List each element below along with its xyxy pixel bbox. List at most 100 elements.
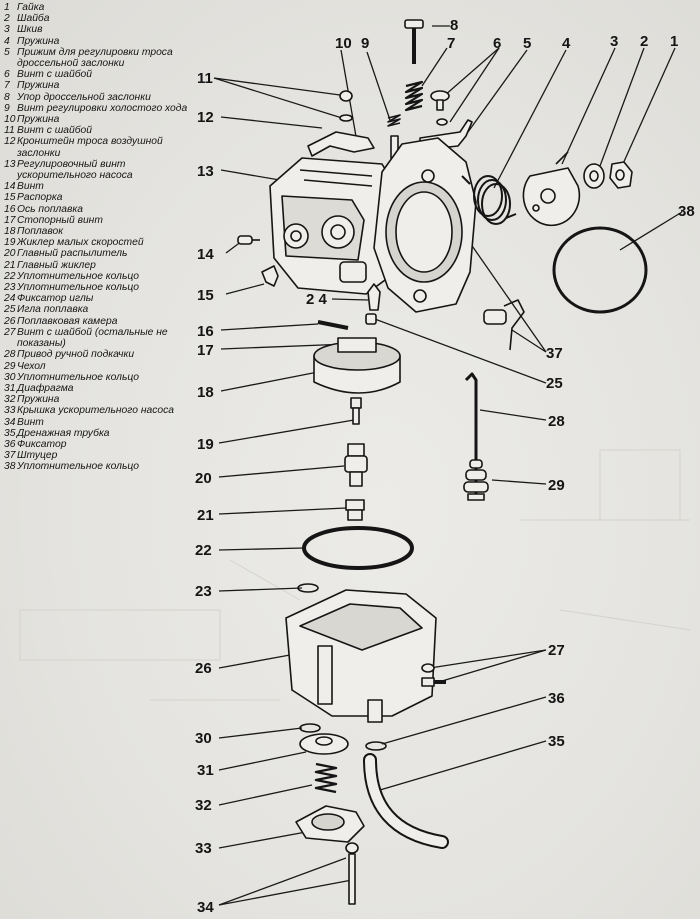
legend-text: Уплотнительное кольцо xyxy=(17,371,139,383)
legend-text: Кронштейн троса воздушной заслонки xyxy=(17,136,163,159)
legend-number: 6 xyxy=(4,69,10,81)
legend-text: Пружина xyxy=(17,114,60,126)
callout-10: 10 xyxy=(335,35,352,52)
legend-number: 5 xyxy=(4,46,10,58)
choke-cable-bracket xyxy=(307,131,375,157)
o-ring-23 xyxy=(297,583,319,593)
legend-number: 32 xyxy=(4,394,16,406)
legend-text: Шайба xyxy=(17,13,50,25)
legend-number: 33 xyxy=(4,405,16,417)
legend-number: 18 xyxy=(4,226,16,238)
legend-text: Винт с шайбой xyxy=(17,69,92,81)
legend-text: Пружина xyxy=(17,35,60,47)
float-chamber xyxy=(285,589,437,723)
legend-text: Привод ручной подкачки xyxy=(17,349,135,361)
legend-text: Главный распылитель xyxy=(17,248,128,260)
parts-drawing xyxy=(237,19,648,905)
callout-22: 22 xyxy=(195,542,212,559)
legend-number: 11 xyxy=(4,125,15,137)
callout-1: 1 xyxy=(670,33,678,50)
legend-text: Шкив xyxy=(17,24,43,36)
legend-text: Стопорный винт xyxy=(17,214,103,226)
legend-number: 20 xyxy=(4,248,16,260)
callout-3: 3 xyxy=(610,33,618,50)
callout-38: 38 xyxy=(678,203,695,220)
legend-number: 30 xyxy=(4,371,16,383)
callout-34: 34 xyxy=(197,899,214,916)
legend-text: Поплавковая камера xyxy=(17,315,118,327)
legend-number: 31 xyxy=(4,382,16,394)
legend-text: Регулировочный винт ускорительного насос… xyxy=(17,158,133,182)
legend-number: 14 xyxy=(4,181,16,193)
legend-number: 17 xyxy=(4,214,16,226)
screw-with-washer-27 xyxy=(421,663,446,687)
callout-24: 2 4 xyxy=(306,291,328,308)
legend-text: Винт xyxy=(17,416,44,428)
callout-37: 37 xyxy=(546,345,563,362)
screw-34 xyxy=(345,842,359,905)
spacer xyxy=(261,265,279,287)
legend-number: 37 xyxy=(4,450,16,462)
legend-number: 36 xyxy=(4,438,16,450)
legend-number: 16 xyxy=(4,203,16,215)
legend-number: 26 xyxy=(4,315,16,327)
callout-18: 18 xyxy=(197,384,214,401)
callout-35: 35 xyxy=(548,733,565,750)
callout-23: 23 xyxy=(195,583,212,600)
callout-30: 30 xyxy=(195,730,212,747)
legend-number: 34 xyxy=(4,416,16,428)
legend-number: 7 xyxy=(4,80,10,92)
spring-10 xyxy=(387,114,401,127)
callout-7: 7 xyxy=(447,35,455,52)
callout-29: 29 xyxy=(548,477,565,494)
background-bleed xyxy=(19,449,691,701)
callout-21: 21 xyxy=(197,507,214,524)
legend-text: Жиклер малых скоростей xyxy=(17,237,144,249)
legend-number: 28 xyxy=(4,349,16,361)
callout-13: 13 xyxy=(197,163,214,180)
legend-number: 22 xyxy=(4,270,16,282)
diaphragm xyxy=(299,733,349,755)
pump-cover xyxy=(295,805,365,843)
legend-text: Поплавок xyxy=(17,226,64,238)
spring-32 xyxy=(314,762,338,794)
legend-number: 2 xyxy=(4,13,10,25)
legend-text: Гайка xyxy=(17,2,45,13)
legend-item: 5 Прижим для регулировки троса дроссельно… xyxy=(4,47,204,69)
callout-6: 6 xyxy=(493,35,501,52)
legend-text: Прижим для регулировки троса дроссельной… xyxy=(17,46,173,70)
legend-text: Чехол xyxy=(17,360,46,372)
o-ring-38 xyxy=(552,226,648,314)
callout-25: 25 xyxy=(546,375,563,392)
legend-text: Главный жиклер xyxy=(17,259,96,271)
main-nozzle xyxy=(344,443,368,487)
legend-text: Винт с шайбой xyxy=(17,125,92,137)
carburetor-body xyxy=(269,157,401,295)
callout-32: 32 xyxy=(195,797,212,814)
legend-text: Винт с шайбой (остальные не показаны) xyxy=(17,326,168,350)
callout-2: 2 xyxy=(640,33,648,50)
legend-text: Крышка ускорительного насоса xyxy=(17,405,174,417)
